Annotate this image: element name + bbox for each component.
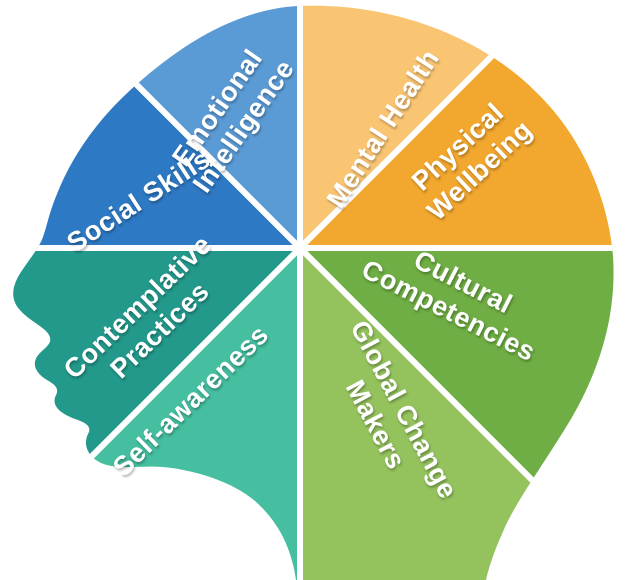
segment-physical-wellbeing xyxy=(297,5,614,251)
segment-cultural-competencies xyxy=(297,245,614,556)
segment-contemplative-practices xyxy=(13,245,303,556)
